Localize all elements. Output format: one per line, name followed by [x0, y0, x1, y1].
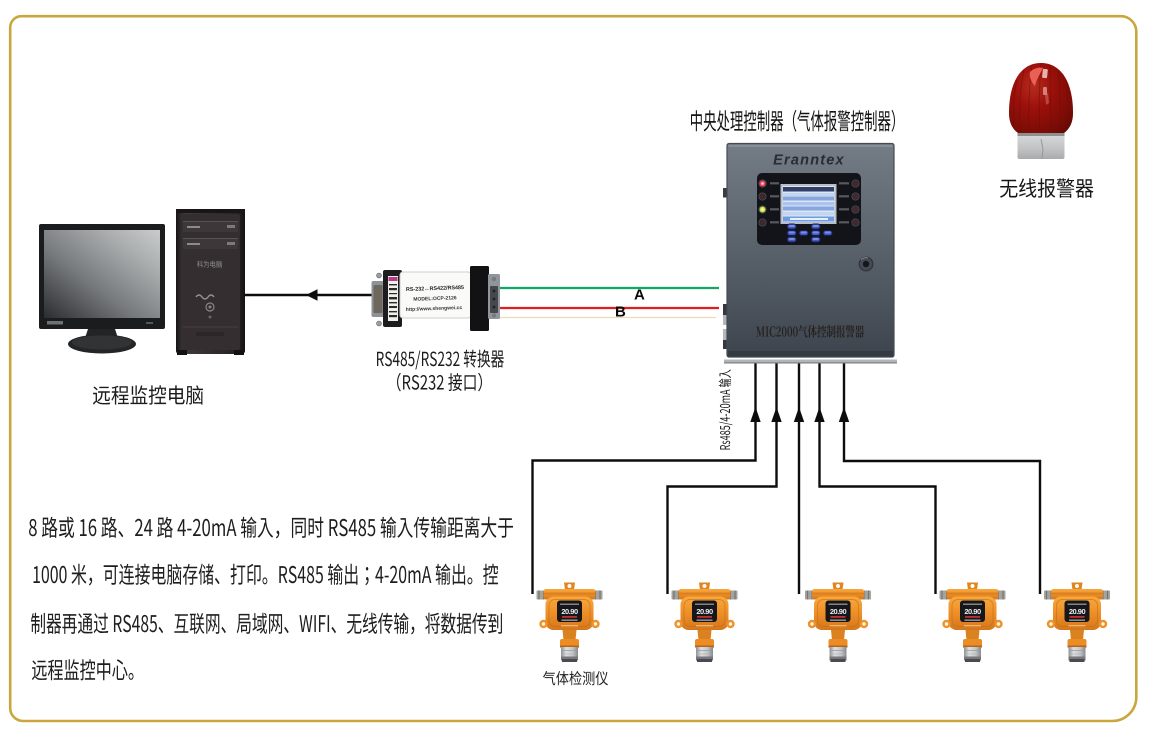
svg-text:http://www.shengwei.cc: http://www.shengwei.cc: [406, 305, 463, 313]
svg-text:RS-232↔RS422/RS485: RS-232↔RS422/RS485: [406, 285, 464, 293]
svg-text:MODEL:OCP-2126: MODEL:OCP-2126: [413, 295, 457, 303]
svg-text:B: B: [615, 304, 626, 321]
svg-text:A: A: [634, 287, 645, 304]
svg-text:Eranntex: Eranntex: [773, 153, 845, 169]
